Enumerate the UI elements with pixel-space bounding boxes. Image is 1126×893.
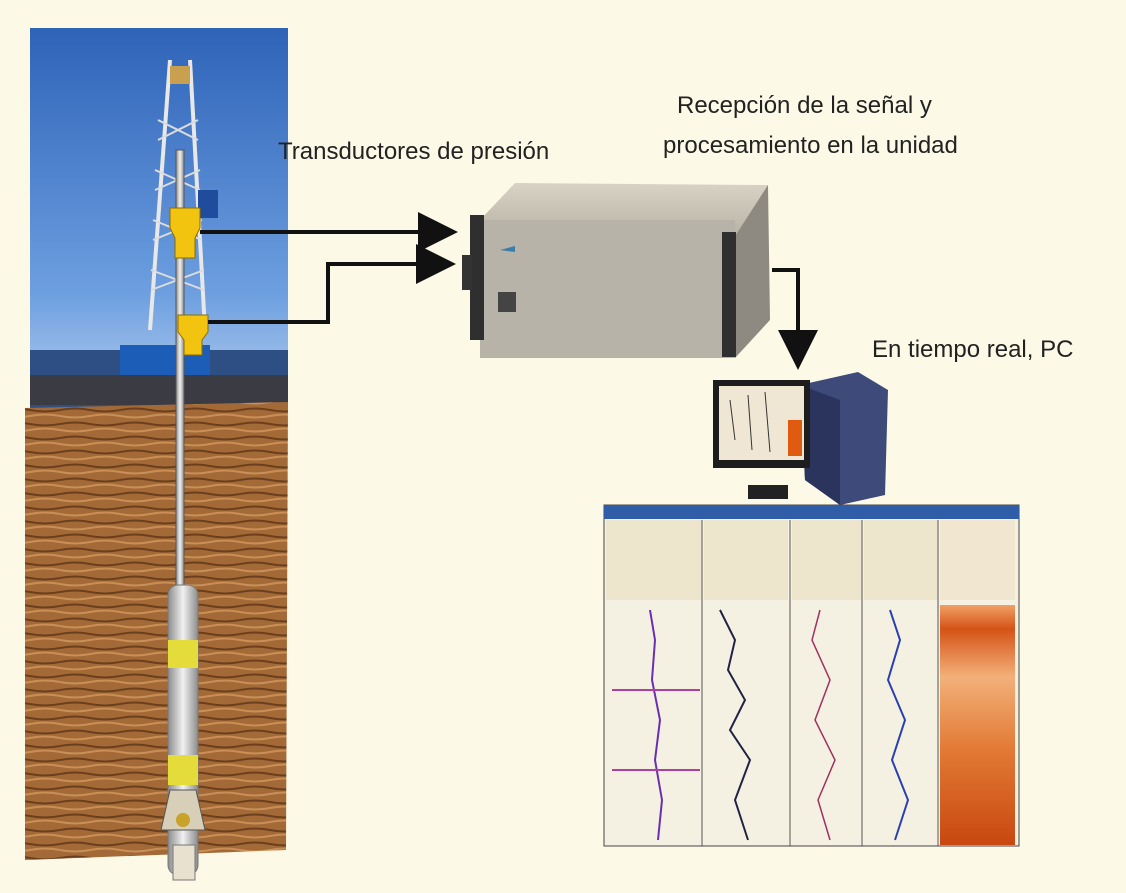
acquisition-unit-icon: [462, 183, 770, 358]
downhole-tool-icon: [160, 584, 206, 881]
drilling-rig-icon: [30, 28, 288, 408]
label-reception-line1: Recepción de la señal y: [677, 92, 932, 119]
well-log-chart-icon: [603, 504, 1020, 847]
label-transducers: Transductores de presión: [278, 138, 550, 165]
pressure-transducer-icon: [169, 207, 209, 356]
signal-arrows: [200, 212, 818, 370]
label-realtime-pc: En tiempo real, PC: [872, 336, 1074, 363]
earth-strata: [25, 402, 288, 860]
label-reception-line2: procesamiento en la unidad: [663, 132, 958, 159]
